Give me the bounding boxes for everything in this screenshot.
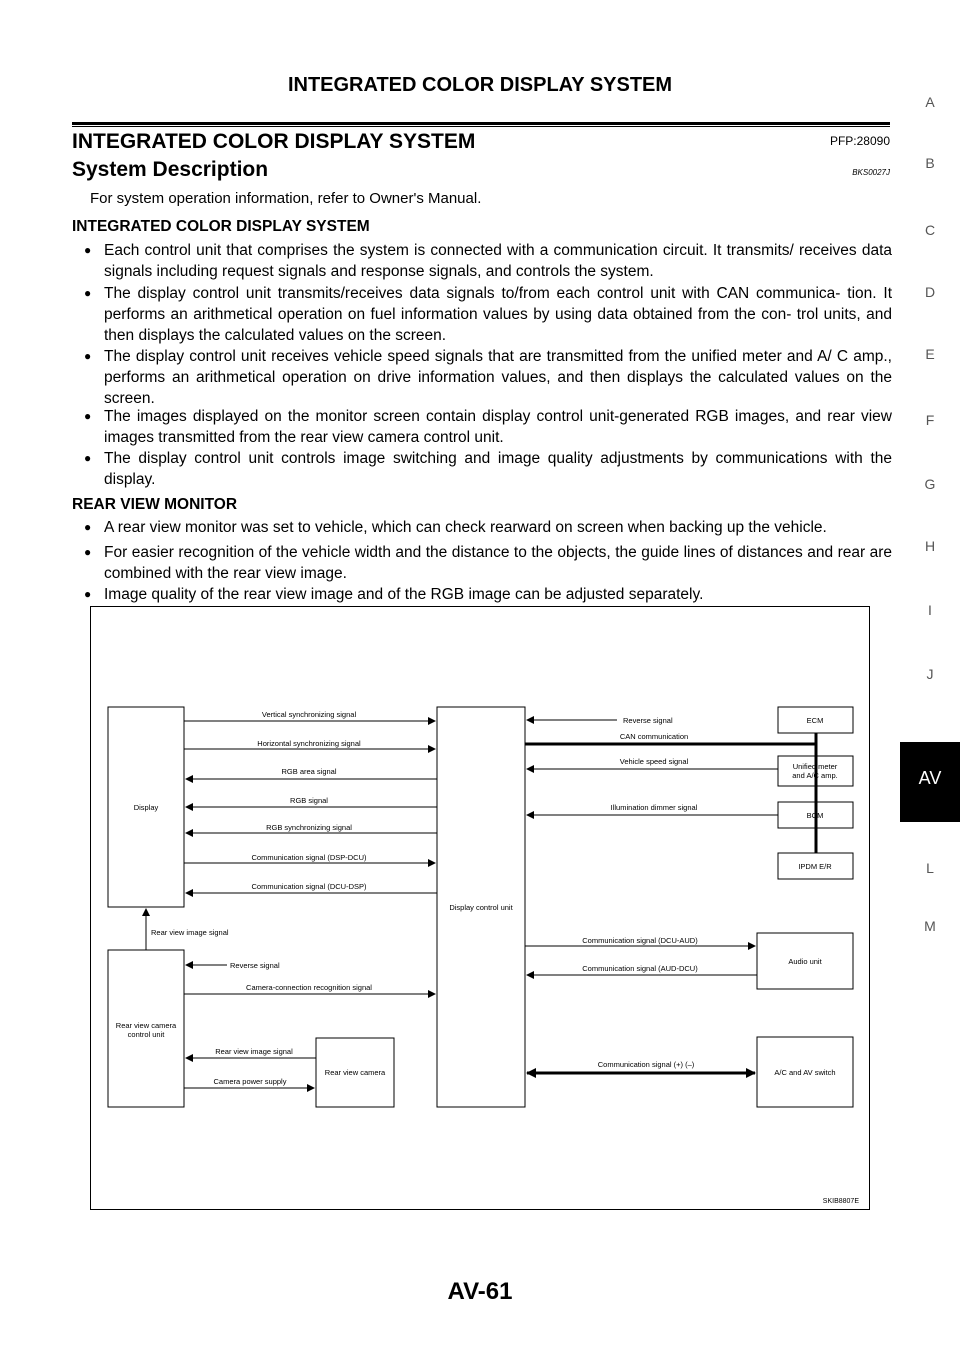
bullet-item: ●For easier recognition of the vehicle w… bbox=[84, 544, 892, 582]
audio-box bbox=[756, 932, 854, 990]
diagram-canvas: Display Display control unit Rear view c… bbox=[107, 706, 860, 1205]
side-index: AV A B C D E F G H I J L M bbox=[900, 0, 960, 1358]
can-label: CAN communication bbox=[620, 732, 688, 741]
bullet-dot-icon: ● bbox=[84, 286, 92, 300]
side-index-letter-j[interactable]: J bbox=[926, 666, 934, 682]
side-index-letter-c[interactable]: C bbox=[924, 222, 936, 238]
cam-conn-label: Camera-connection recognition signal bbox=[246, 983, 372, 992]
bullet-dot-icon: ● bbox=[84, 349, 92, 363]
comm-dsp-dcu-label: Communication signal (DSP-DCU) bbox=[251, 853, 367, 862]
ipdm-label: IPDM E/R bbox=[798, 862, 832, 871]
rvccu-label-line2: control unit bbox=[128, 1030, 166, 1039]
reference-code: BKS0027J bbox=[852, 168, 890, 177]
rear-camera-label: Rear view camera bbox=[325, 1068, 386, 1077]
side-index-letter-l[interactable]: L bbox=[926, 860, 934, 876]
pfp-code: PFP:28090 bbox=[829, 134, 890, 148]
page-number: AV-61 bbox=[447, 1278, 513, 1305]
section-heading-system-description: System Description bbox=[72, 158, 269, 181]
side-index-letter-d[interactable]: D bbox=[924, 284, 936, 300]
side-index-letter-h[interactable]: H bbox=[924, 538, 936, 554]
side-tab-active[interactable]: AV bbox=[900, 742, 960, 822]
header-rule-thin bbox=[72, 126, 890, 127]
rv-image-cam-label: Rear view image signal bbox=[215, 1047, 293, 1056]
bullet-item: ●The display control unit transmits/rece… bbox=[84, 285, 892, 344]
display-box bbox=[107, 706, 185, 908]
rgb-sync-label: RGB synchronizing signal bbox=[266, 823, 352, 832]
comm-dcu-dsp-label: Communication signal (DCU-DSP) bbox=[251, 882, 367, 891]
comm-dcu-aud-label: Communication signal (DCU-AUD) bbox=[582, 936, 698, 945]
rear-camera-box bbox=[315, 1037, 395, 1108]
hsync-label: Horizontal synchronizing signal bbox=[257, 739, 361, 748]
side-index-letter-m[interactable]: M bbox=[924, 918, 936, 934]
bullet-dot-icon: ● bbox=[84, 451, 92, 465]
figure-code: SKIB8807E bbox=[823, 1198, 860, 1205]
comm-pm-label: Communication signal (+) (–) bbox=[598, 1060, 695, 1069]
side-index-letter-f[interactable]: F bbox=[925, 412, 935, 428]
bullet-dot-icon: ● bbox=[84, 409, 92, 423]
display-label: Display bbox=[134, 803, 159, 812]
audio-label: Audio unit bbox=[788, 957, 822, 966]
cam-power-label: Camera power supply bbox=[214, 1077, 287, 1086]
side-tab-active-label: AV bbox=[918, 768, 942, 788]
rgb-label: RGB signal bbox=[290, 796, 328, 805]
comm-aud-dcu-label: Communication signal (AUD-DCU) bbox=[582, 964, 698, 973]
side-index-letter-i[interactable]: I bbox=[928, 602, 932, 618]
bullet-item: ●The display control unit receives vehic… bbox=[84, 348, 892, 407]
bullet-item: ●The display control unit controls image… bbox=[84, 450, 892, 488]
rgb-area-label: RGB area signal bbox=[281, 767, 336, 776]
bullet-dot-icon: ● bbox=[84, 587, 92, 601]
ecm-label: ECM bbox=[807, 716, 824, 725]
bullet-dot-icon: ● bbox=[84, 520, 92, 534]
bullet-item: ●A rear view monitor was set to vehicle,… bbox=[84, 519, 827, 536]
bullet-dot-icon: ● bbox=[84, 243, 92, 257]
dcu-box bbox=[436, 706, 526, 1108]
bullet-item: ●Image quality of the rear view image an… bbox=[84, 586, 704, 603]
bullet-dot-icon: ● bbox=[84, 545, 92, 559]
rvccu-label-line1: Rear view camera bbox=[116, 1021, 177, 1030]
dcu-label: Display control unit bbox=[449, 903, 513, 912]
running-header: INTEGRATED COLOR DISPLAY SYSTEM bbox=[287, 74, 673, 96]
side-index-letter-b[interactable]: B bbox=[925, 155, 935, 171]
ac-av-label: A/C and AV switch bbox=[774, 1068, 835, 1077]
vsync-label: Vertical synchronizing signal bbox=[262, 710, 357, 719]
reverse-left-label: Reverse signal bbox=[230, 961, 280, 970]
bullet-item: ●The images displayed on the monitor scr… bbox=[84, 408, 892, 446]
reverse-right-label: Reverse signal bbox=[623, 716, 673, 725]
ac-av-box bbox=[756, 1036, 854, 1108]
vss-label: Vehicle speed signal bbox=[620, 757, 689, 766]
rv-image-up-label: Rear view image signal bbox=[151, 928, 229, 937]
header-rule bbox=[72, 122, 890, 125]
side-index-letter-a[interactable]: A bbox=[925, 94, 935, 110]
section-heading-rear-view-monitor: REAR VIEW MONITOR bbox=[72, 496, 238, 513]
side-index-letter-g[interactable]: G bbox=[924, 476, 936, 492]
side-index-letter-e[interactable]: E bbox=[925, 346, 935, 362]
intro-text: For system operation information, refer … bbox=[90, 190, 482, 207]
section-heading-integrated: INTEGRATED COLOR DISPLAY SYSTEM bbox=[72, 218, 370, 235]
bullet-item: ●Each control unit that comprises the sy… bbox=[84, 242, 892, 280]
page-title: INTEGRATED COLOR DISPLAY SYSTEM bbox=[72, 130, 476, 153]
illum-label: Illumination dimmer signal bbox=[611, 803, 698, 812]
system-diagram: Display Display control unit Rear view c… bbox=[90, 606, 870, 1210]
